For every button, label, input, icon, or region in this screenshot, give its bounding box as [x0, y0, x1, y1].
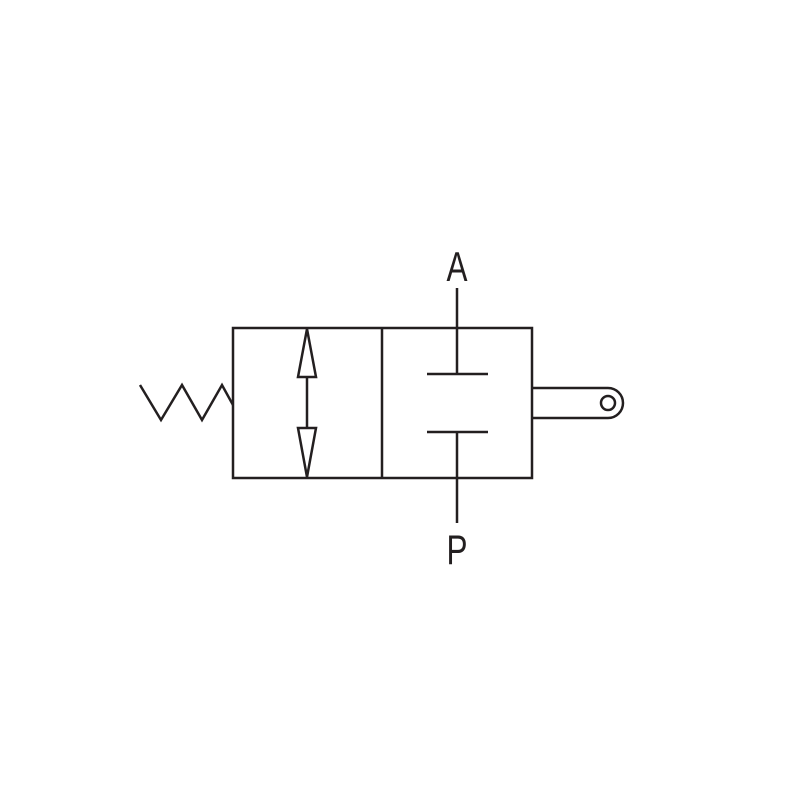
- port-label-p: P: [446, 526, 467, 574]
- roller-actuator-icon: [532, 386, 625, 420]
- port-label-a: A: [446, 243, 467, 291]
- flow-arrow-bidirectional: [296, 328, 318, 478]
- blocked-port-p: [427, 430, 488, 523]
- spring-icon: [138, 382, 235, 423]
- blocked-port-a: [427, 288, 488, 376]
